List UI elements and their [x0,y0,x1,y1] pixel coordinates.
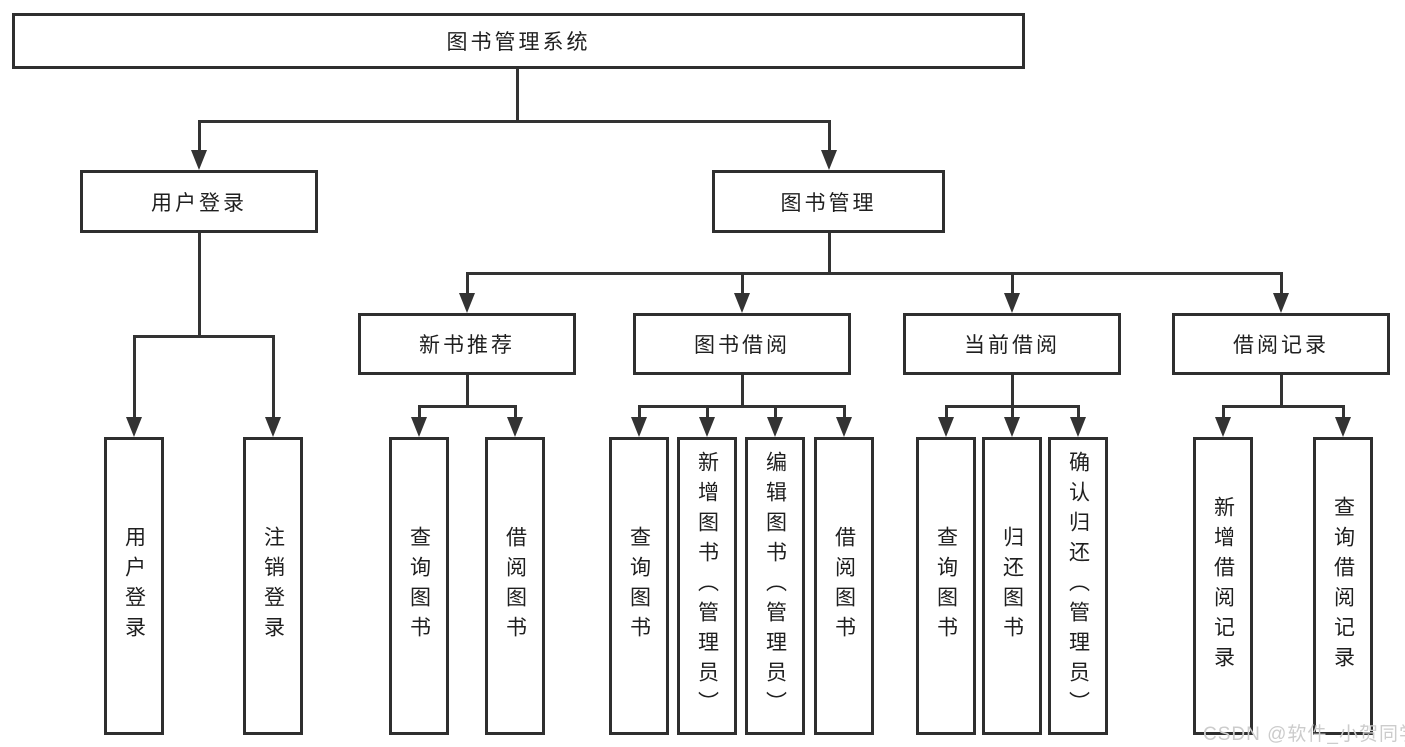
node-edit-books-admin-leaf: 编辑图书（管理员） [745,437,805,735]
node-label: 用户登录 [151,191,247,215]
node-label: 查询图书 [407,526,431,646]
node-label: 借阅记录 [1233,334,1329,357]
node-label: 用户登录 [122,526,146,646]
node-label: 新增图书（管理员） [695,451,719,721]
node-label: 确认归还（管理员） [1066,451,1090,721]
connector-line [418,405,421,420]
arrow-down-icon [821,150,837,170]
arrow-down-icon [938,417,954,437]
node-label: 查询图书 [627,526,651,646]
arrow-down-icon [1004,417,1020,437]
node-book-borrowing: 图书借阅 [633,313,851,375]
node-query-books-leaf: 查询图书 [916,437,976,735]
node-label: 编辑图书（管理员） [763,451,787,721]
connector-line [828,120,831,154]
arrow-down-icon [1273,293,1289,313]
node-label: 归还图书 [1000,526,1024,646]
node-label: 借阅图书 [503,526,527,646]
node-label: 新增借阅记录 [1211,496,1235,676]
connector-line [843,405,846,420]
connector-line [1011,405,1014,420]
connector-line [198,120,831,123]
csdn-watermark: CSDN @软件_小贺同学 [1203,724,1405,745]
node-add-books-admin-leaf: 新增图书（管理员） [677,437,737,735]
node-label: 查询借阅记录 [1331,496,1355,676]
node-borrow-books-leaf: 借阅图书 [485,437,545,735]
connector-line [741,375,744,407]
arrow-down-icon [507,417,523,437]
connector-line [638,405,846,408]
node-new-book-recommend: 新书推荐 [358,313,576,375]
connector-line [1077,405,1080,420]
node-label: 图书管理系统 [446,31,591,54]
node-return-books-leaf: 归还图书 [982,437,1042,735]
arrow-down-icon [126,417,142,437]
connector-line [774,405,777,420]
node-label: 新书推荐 [419,334,515,357]
connector-line [1280,272,1283,295]
connector-line [945,405,948,420]
connector-line [1280,375,1283,407]
node-label: 图书管理 [780,191,877,215]
connector-line [1222,405,1345,408]
connector-line [1011,272,1014,295]
node-label: 注销登录 [261,526,285,646]
arrow-down-icon [265,417,281,437]
arrow-down-icon [1335,417,1351,437]
node-borrow-books-leaf: 借阅图书 [814,437,874,735]
arrow-down-icon [191,150,207,170]
arrow-down-icon [734,293,750,313]
connector-line [1222,405,1225,420]
connector-line [516,68,519,123]
node-query-books-leaf: 查询图书 [389,437,449,735]
node-label: 当前借阅 [964,334,1060,357]
connector-line [198,233,201,337]
node-current-borrowing: 当前借阅 [903,313,1121,375]
arrow-down-icon [1070,417,1086,437]
node-query-books-leaf: 查询图书 [609,437,669,735]
node-label: 查询图书 [934,526,958,646]
connector-line [706,405,709,420]
node-logout-leaf: 注销登录 [243,437,303,735]
connector-line [514,405,517,420]
connector-line [418,405,517,408]
arrow-down-icon [411,417,427,437]
node-add-borrow-record-leaf: 新增借阅记录 [1193,437,1253,735]
connector-line [466,375,469,407]
connector-line [1342,405,1345,420]
connector-line [133,335,274,338]
arrow-down-icon [699,417,715,437]
connector-line [133,335,136,419]
node-book-management: 图书管理 [712,170,945,233]
arrow-down-icon [1004,293,1020,313]
node-user-login-branch: 用户登录 [80,170,318,233]
node-query-borrow-record-leaf: 查询借阅记录 [1313,437,1373,735]
node-confirm-return-admin-leaf: 确认归还（管理员） [1048,437,1108,735]
connector-line [1011,375,1014,407]
arrow-down-icon [836,417,852,437]
node-borrowing-records: 借阅记录 [1172,313,1390,375]
node-root-library-system: 图书管理系统 [12,13,1025,69]
connector-line [466,272,1282,275]
arrow-down-icon [631,417,647,437]
node-label: 图书借阅 [694,334,790,357]
connector-line [198,120,201,154]
arrow-down-icon [459,293,475,313]
connector-line [828,233,831,274]
node-label: 借阅图书 [832,526,856,646]
connector-line [741,272,744,295]
connector-line [272,335,275,419]
arrow-down-icon [1215,417,1231,437]
connector-line [638,405,641,420]
connector-line [466,272,469,295]
arrow-down-icon [767,417,783,437]
node-user-login-leaf: 用户登录 [104,437,164,735]
